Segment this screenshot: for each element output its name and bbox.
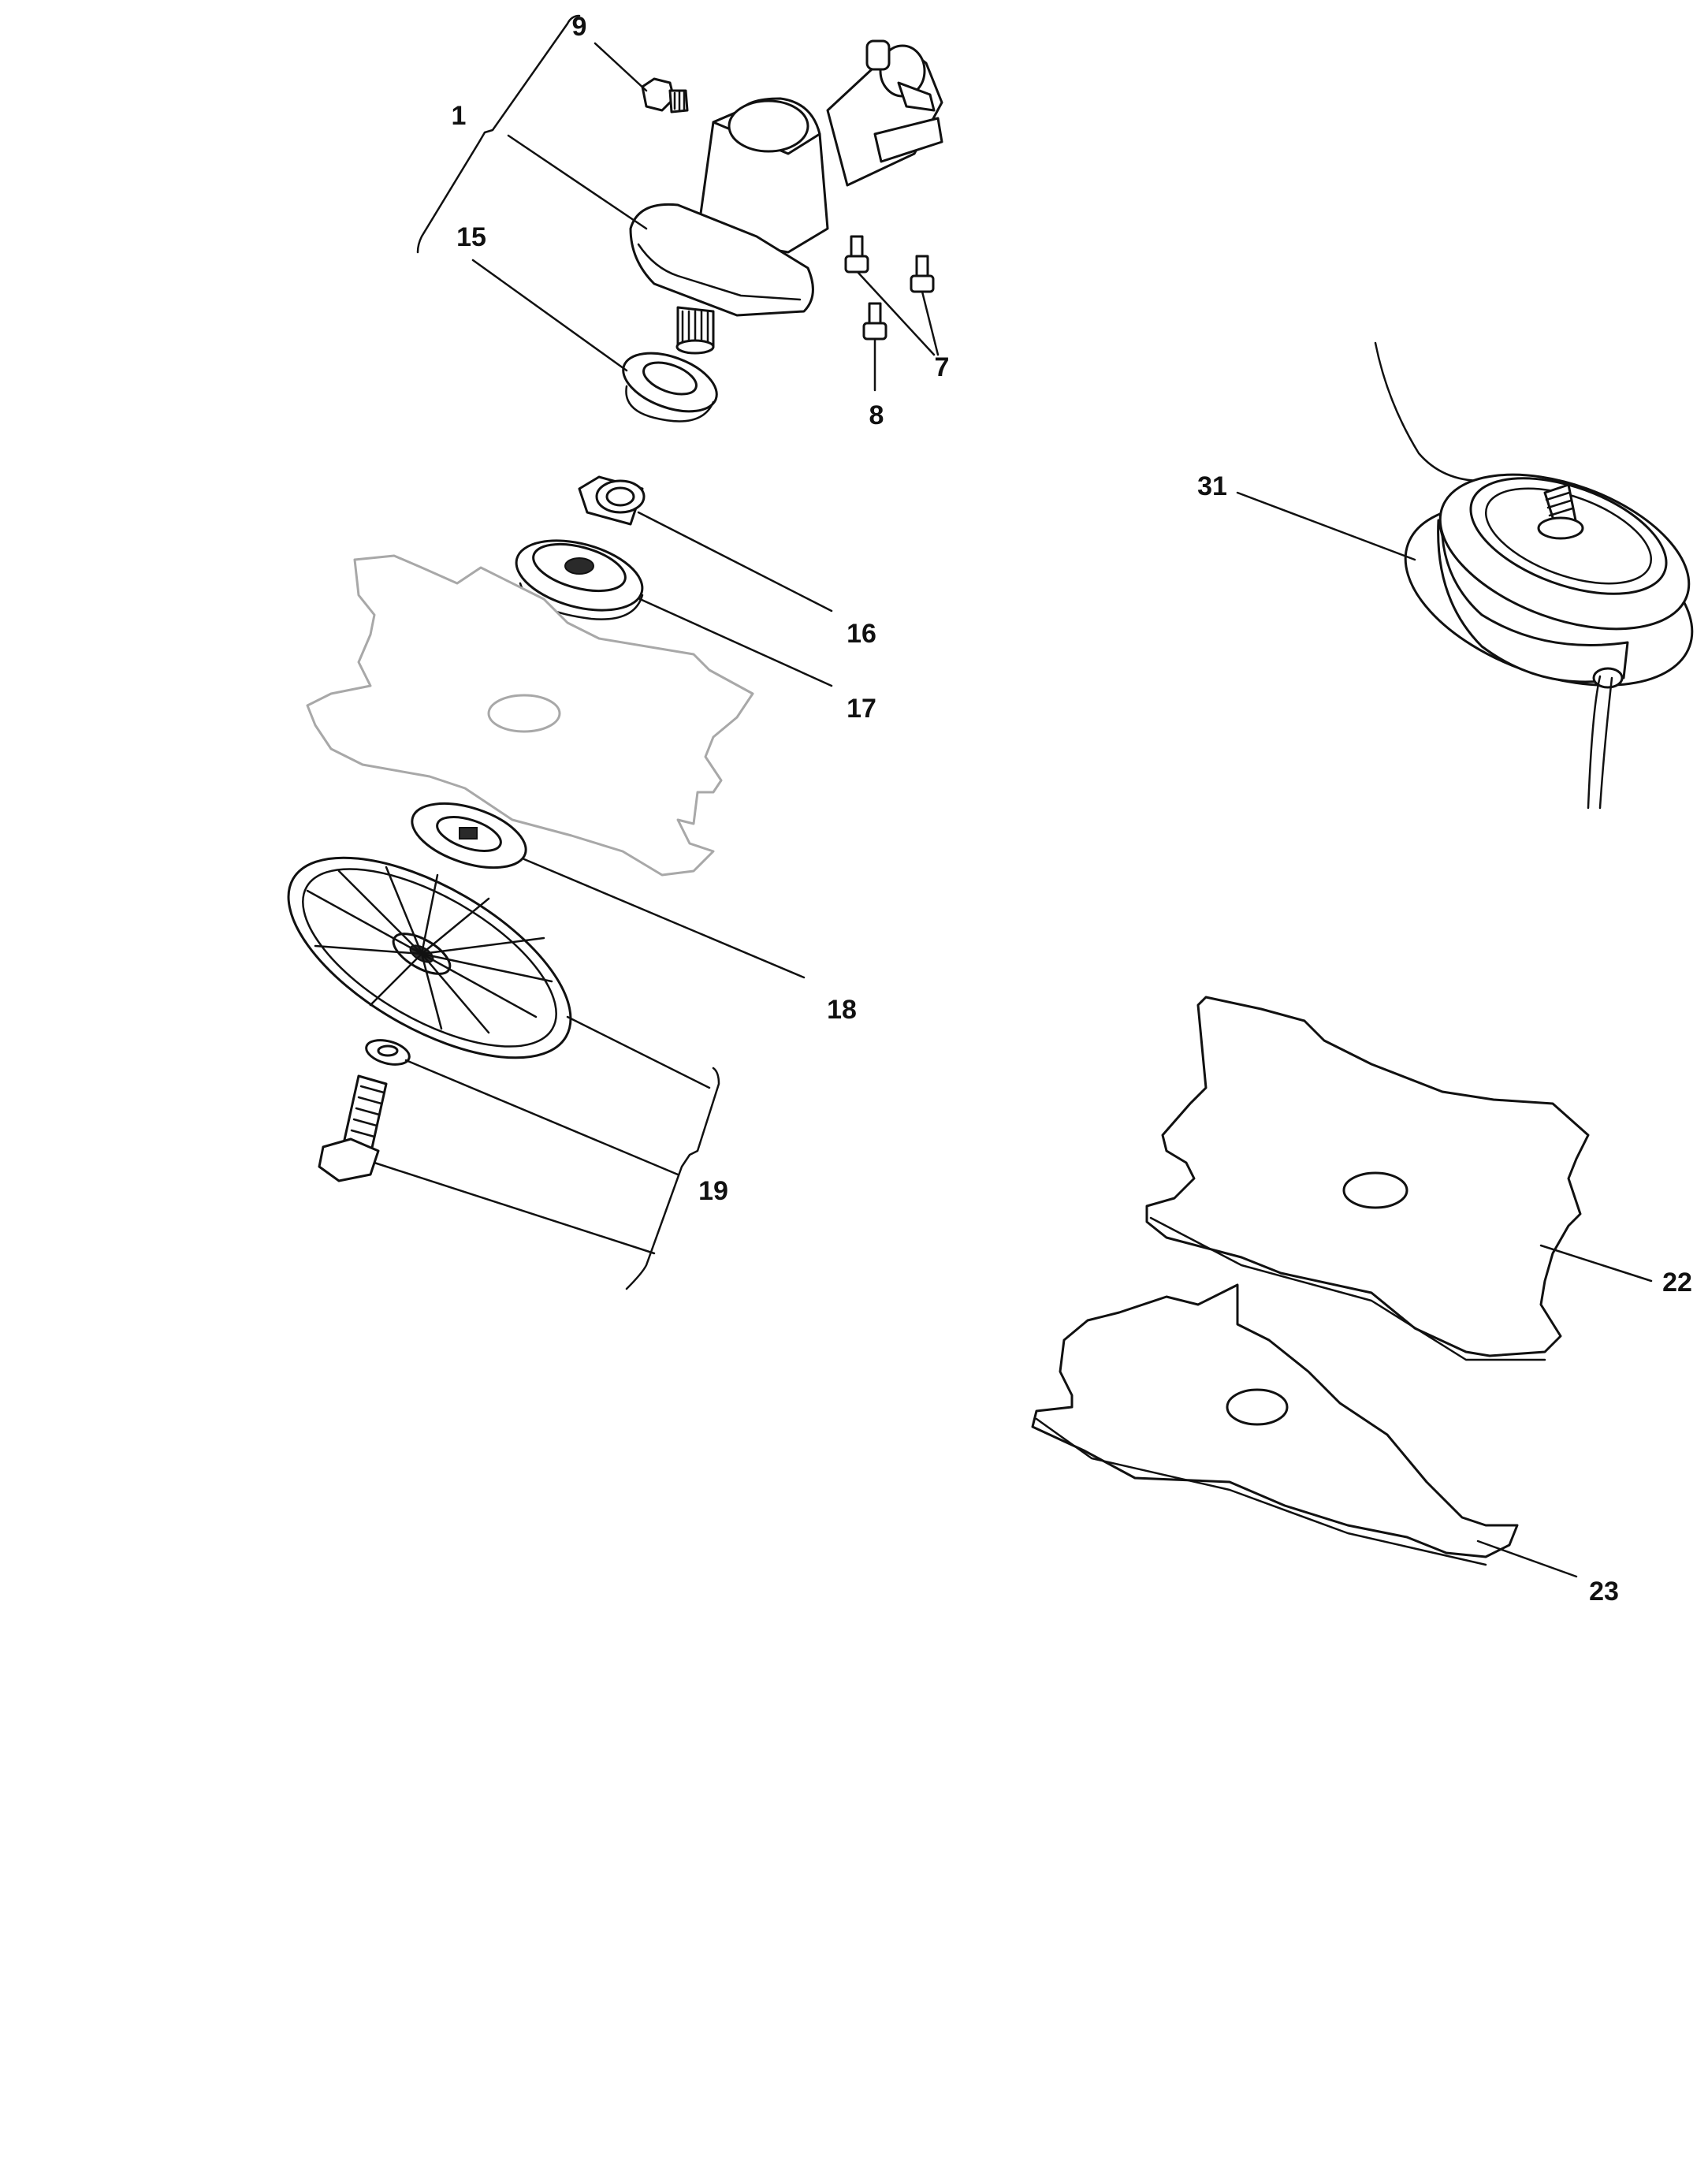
blade-ghost-outline — [306, 554, 754, 877]
needle-bearing — [578, 475, 646, 526]
callout-16: 16 — [847, 619, 876, 649]
callout-22: 22 — [1662, 1268, 1692, 1297]
callout-19: 19 — [698, 1176, 728, 1206]
trimmer-head — [1374, 341, 1694, 810]
leader-19c — [373, 1161, 656, 1255]
leader-9 — [594, 42, 648, 92]
two-tooth-blade — [1031, 1283, 1519, 1566]
callout-31: 31 — [1197, 471, 1227, 501]
leader-7b — [921, 290, 940, 356]
leader-16 — [637, 511, 833, 612]
bracket-1 — [416, 14, 581, 254]
four-tooth-blade — [1145, 996, 1590, 1361]
thrust-washer — [411, 802, 527, 869]
bolt — [318, 1074, 388, 1182]
leader-17 — [638, 598, 833, 687]
leader-18 — [523, 858, 806, 979]
ball-bearing — [515, 539, 644, 620]
breather-plug — [641, 77, 689, 114]
callout-labels: 9 1 15 7 8 31 16 17 18 19 22 23 — [452, 12, 1692, 1607]
leader-23 — [1476, 1539, 1578, 1578]
bracket-19 — [625, 1067, 720, 1290]
protective-dish — [287, 856, 572, 1059]
screw-b — [910, 255, 935, 293]
callout-17: 17 — [847, 694, 876, 724]
callout-15: 15 — [456, 222, 486, 252]
bolt-washer — [365, 1039, 411, 1066]
callout-23: 23 — [1589, 1577, 1619, 1607]
screw-a — [844, 235, 869, 274]
leader-19a — [566, 1015, 711, 1089]
gearbox-head — [629, 39, 943, 355]
leader-22 — [1539, 1244, 1653, 1283]
leader-lines — [373, 14, 1653, 1578]
leader-1 — [507, 134, 648, 230]
seal-ring — [622, 352, 718, 423]
leader-15 — [471, 259, 628, 372]
callout-9: 9 — [572, 12, 587, 42]
leader-7a — [856, 270, 936, 356]
leader-31 — [1236, 491, 1416, 561]
screws — [844, 235, 935, 341]
callout-8: 8 — [869, 400, 884, 430]
screw-c — [862, 302, 887, 341]
callout-18: 18 — [827, 995, 857, 1025]
callout-7: 7 — [935, 352, 950, 382]
callout-1: 1 — [452, 101, 467, 131]
leader-19b — [404, 1059, 679, 1176]
